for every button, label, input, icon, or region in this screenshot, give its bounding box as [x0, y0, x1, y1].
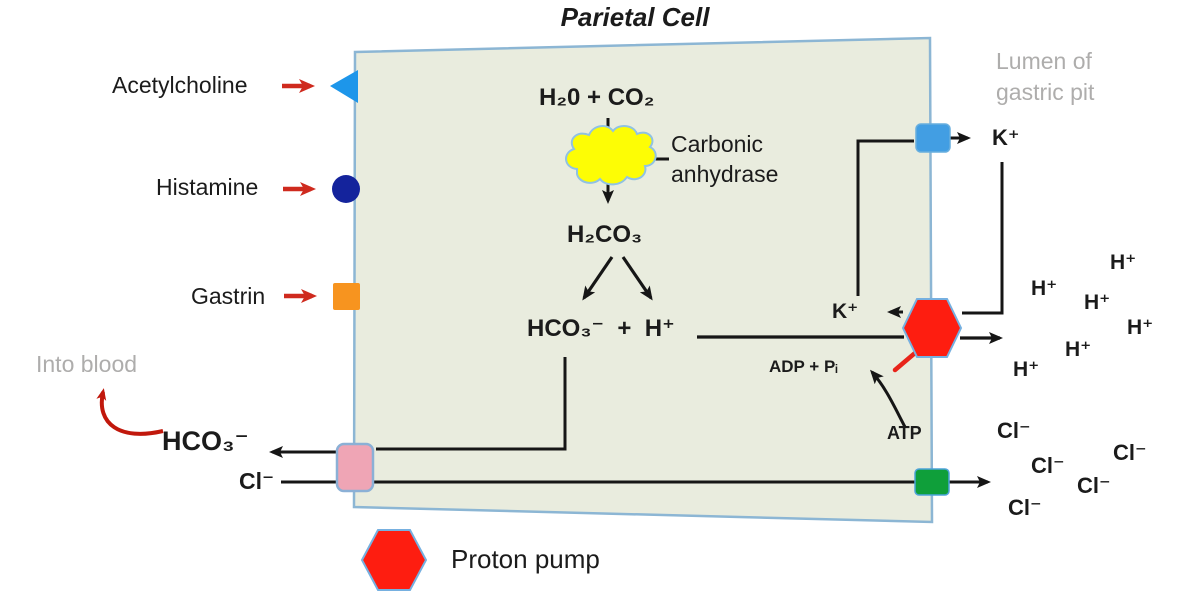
water-co2-label: H₂0 + CO₂	[539, 84, 655, 111]
into-blood-arrow	[96, 388, 164, 436]
proton-pump-hexagon	[901, 298, 963, 358]
acetylcholine-label: Acetylcholine	[112, 72, 248, 98]
hco3-plus-h-label: HCO₃⁻ + H⁺	[527, 315, 675, 342]
carbonic-anhydrase-label: Carbonic anhydrase	[671, 131, 779, 187]
cl-ion: Cl⁻	[1031, 453, 1065, 478]
legend-proton-pump-hexagon	[360, 529, 428, 591]
h2co3-to-hco3-arrow	[582, 256, 614, 301]
cl-ion: Cl⁻	[1008, 495, 1042, 520]
adp-pi-label: ADP + Pᵢ	[769, 357, 838, 376]
k-return-line	[962, 162, 1004, 315]
carbonic-anhydrase-cloud	[565, 125, 657, 186]
k-lumen-label: K⁺	[992, 125, 1020, 150]
cl-blood-label: Cl⁻	[239, 468, 275, 494]
h-ion: H⁺	[1065, 338, 1092, 361]
h-ion: H⁺	[1031, 277, 1058, 300]
h2co3-to-h-arrow	[621, 256, 653, 301]
histamine-label: Histamine	[156, 174, 259, 200]
legend-label: Proton pump	[451, 544, 600, 574]
gastrin-label: Gastrin	[191, 283, 266, 309]
hco3-blood-label: HCO₃⁻	[162, 426, 249, 456]
cl-ion: Cl⁻	[1077, 473, 1111, 498]
atp-arrow	[870, 369, 907, 428]
into-blood-label: Into blood	[36, 351, 138, 377]
h-ion: H⁺	[1110, 251, 1137, 274]
cell-body	[352, 36, 934, 524]
cl-ion: Cl⁻	[997, 418, 1031, 443]
cl-ion: Cl⁻	[1113, 440, 1147, 465]
k-channel	[915, 123, 951, 153]
atp-label: ATP	[887, 423, 922, 443]
page-title: Parietal Cell	[560, 2, 710, 32]
h-ion: H⁺	[1127, 316, 1154, 339]
h2co3-label: H₂CO₃	[567, 221, 643, 248]
h-ion: H⁺	[1084, 291, 1111, 314]
atp-pump-link-line	[892, 350, 918, 373]
cl-channel	[914, 468, 950, 496]
hco3-internal-line	[376, 357, 567, 451]
acetylcholine-receptor-triangle	[330, 70, 358, 103]
h-ion: H⁺	[1013, 358, 1040, 381]
anion-exchanger-channel	[335, 442, 375, 493]
histamine-receptor-circle	[332, 175, 360, 203]
k-internal-label: K⁺	[832, 300, 859, 323]
lumen-label: Lumen of gastric pit	[996, 48, 1095, 105]
gastrin-receptor-square	[333, 283, 360, 310]
k-recycle-line	[856, 139, 914, 296]
